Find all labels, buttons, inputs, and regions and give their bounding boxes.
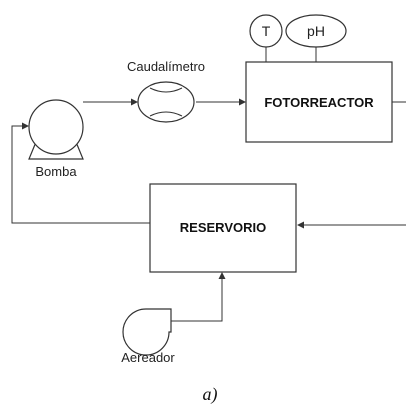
ph-sensor-icon bbox=[285, 14, 347, 48]
temp-sensor-label: T bbox=[262, 23, 271, 39]
figure-caption: a) bbox=[203, 384, 218, 405]
photoreactor-label: FOTORREACTOR bbox=[264, 95, 374, 110]
pipe-aerator-to-reservoir bbox=[171, 272, 226, 322]
flowmeter-label: Caudalímetro bbox=[127, 59, 205, 74]
temp-sensor-icon bbox=[249, 14, 283, 48]
aerator-icon bbox=[122, 308, 172, 356]
temp-sensor: T bbox=[249, 14, 283, 48]
aerator: Aereador bbox=[121, 308, 175, 365]
aerator-label: Aereador bbox=[121, 350, 175, 365]
reservoir-label: RESERVORIO bbox=[180, 220, 266, 235]
flowmeter-upper-arc bbox=[149, 87, 183, 93]
pump: Bomba bbox=[28, 99, 84, 179]
pipe-reservoir-to-pump bbox=[11, 122, 150, 224]
reservoir: RESERVORIO bbox=[149, 183, 297, 273]
ph-sensor: pH bbox=[285, 14, 347, 48]
pump-label: Bomba bbox=[35, 164, 77, 179]
photoreactor: FOTORREACTOR bbox=[245, 61, 393, 143]
flowmeter-lower-arc bbox=[149, 111, 183, 117]
reservoir-box bbox=[149, 183, 297, 273]
ph-sensor-label: pH bbox=[307, 23, 325, 39]
photoreactor-box bbox=[245, 61, 393, 143]
flowmeter-icon bbox=[137, 81, 195, 123]
pipelines bbox=[11, 47, 406, 322]
pump-icon bbox=[28, 99, 84, 155]
flowmeter: Caudalímetro bbox=[127, 59, 205, 123]
